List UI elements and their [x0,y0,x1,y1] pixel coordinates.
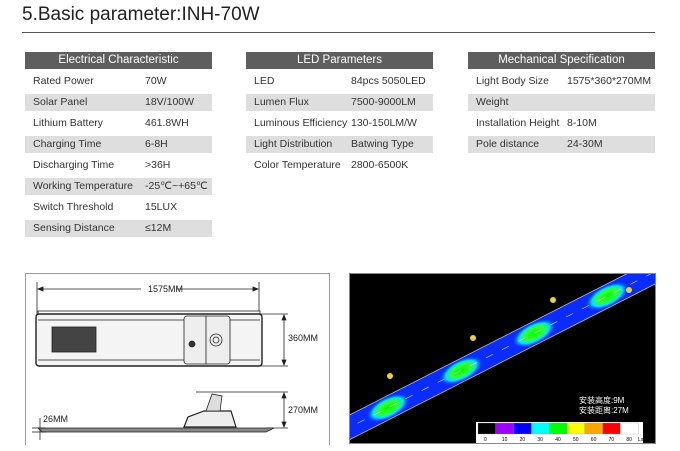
row-value: 2800-6500K [351,159,409,171]
mechanical-header: Mechanical Specification [468,52,655,69]
row-value: >36H [145,159,171,171]
legend-swatch [549,422,568,435]
row-value: 84pcs 5050LED [351,75,426,87]
row-value: 6-8H [145,138,168,150]
legend-swatch [602,422,621,435]
thickness-label: 26MM [43,414,68,424]
electrical-row: Working Temperature -25℃~+65℃ [25,178,212,195]
row-value: 7500-9000LM [351,96,416,108]
row-value: 130-150LM/W [351,117,417,129]
mechanical-row: Weight [468,94,655,111]
mechanical-row: Installation Height 8-10M [468,115,655,132]
row-value: 15LUX [145,201,178,213]
electrical-row: Sensing Distance ≤12M [25,220,212,237]
install-distance: 安装距离:27M [579,405,629,415]
legend-label: 80 [626,437,632,443]
row-label: Sensing Distance [33,222,115,234]
row-value: 70W [145,75,167,87]
row-label: Switch Threshold [33,201,114,213]
title-divider [22,32,655,33]
legend-label: 40 [555,437,561,443]
width-label: 360MM [288,333,318,343]
row-value: 1575*360*270MM [567,75,652,87]
electrical-row: Rated Power 70W [25,73,212,90]
electrical-row: Discharging Time >36H [25,157,212,174]
row-value: ≤12M [145,222,172,234]
legend-swatch [495,422,514,435]
row-label: Solar Panel [33,96,88,108]
led-header: LED Parameters [246,52,433,69]
lux-legend: 0 10 20 30 40 50 60 70 80 Lx [477,422,644,443]
row-label: Luminous Efficiency [254,117,348,129]
legend-label: 0 [484,437,487,443]
legend-swatch [477,422,496,435]
row-label: Light Distribution [254,138,333,150]
legend-swatch [566,422,585,435]
page-title: 5.Basic parameter:INH-70W [22,4,260,25]
legend-label: 10 [502,437,508,443]
legend-swatch [620,422,639,435]
mechanical-row: Light Body Size 1575*360*270MM [468,73,655,90]
led-row: LED 84pcs 5050LED [246,73,433,90]
row-value: 461.8WH [145,117,189,129]
row-label: Installation Height [476,117,560,129]
legend-swatch [584,422,603,435]
row-label: Light Body Size [476,75,549,87]
legend-label: 60 [591,437,597,443]
legend-unit: Lx [638,437,644,443]
row-label: Rated Power [33,75,94,87]
led-row: Lumen Flux 7500-9000LM [246,94,433,111]
illuminance-simulation: 安装高度:9M 安装距离:27M 0 10 20 30 40 50 60 70 80 Lx [336,257,668,444]
row-label: Weight [476,96,509,108]
mechanical-table: Mechanical Specification Light Body Size… [468,52,655,153]
mechanical-row: Pole distance 24-30M [468,136,655,153]
row-label: Working Temperature [33,180,133,192]
row-label: Pole distance [476,138,540,150]
row-value: 8-10M [567,117,597,129]
row-label: LED [254,75,275,87]
electrical-header: Electrical Characteristic [25,52,212,69]
legend-label: 70 [609,437,615,443]
led-row: Light Distribution Batwing Type [246,136,433,153]
legend-label: 20 [520,437,526,443]
height-label: 270MM [288,405,318,415]
legend-label: 50 [573,437,579,443]
electrical-row: Solar Panel 18V/100W [25,94,212,111]
row-label: Discharging Time [33,159,115,171]
dimension-drawing: 1575MM 360MM 270MM 26MM [25,273,330,445]
row-value: Batwing Type [351,138,414,150]
legend-label: 30 [537,437,543,443]
row-value: 18V/100W [145,96,195,108]
row-label: Lithium Battery [33,117,104,129]
electrical-row: Charging Time 6-8H [25,136,212,153]
lamp-icons [387,287,632,379]
install-height: 安装高度:9M [579,395,625,405]
row-value: -25℃~+65℃ [145,180,208,192]
length-label: 1575MM [148,284,183,294]
electrical-table: Electrical Characteristic Rated Power 70W… [25,52,212,237]
row-label: Lumen Flux [254,96,309,108]
electrical-row: Lithium Battery 461.8WH [25,115,212,132]
row-label: Color Temperature [254,159,341,171]
legend-swatch [513,422,532,435]
legend-swatch [531,422,550,435]
led-row: Color Temperature 2800-6500K [246,157,433,174]
electrical-row: Switch Threshold 15LUX [25,199,212,216]
row-label: Charging Time [33,138,102,150]
led-table: LED Parameters LED 84pcs 5050LED Lumen Flu… [246,52,433,174]
row-value: 24-30M [567,138,603,150]
